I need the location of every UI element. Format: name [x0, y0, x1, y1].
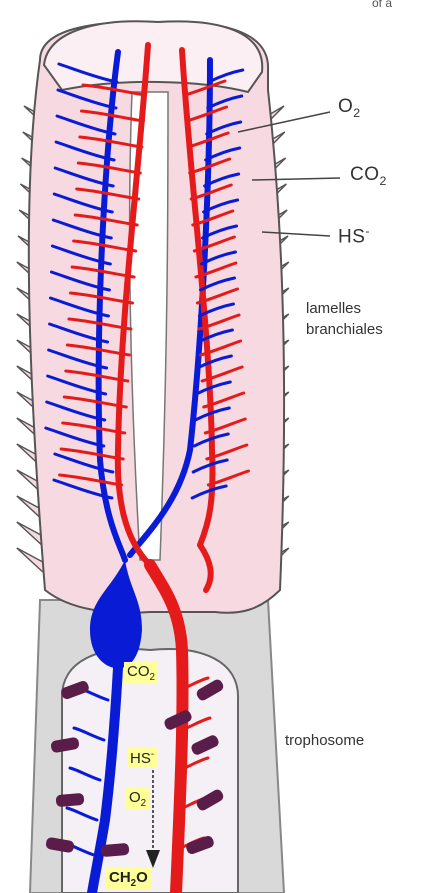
label-hs-sup: - [365, 224, 370, 238]
inner-label-ch2o: CH2O [106, 868, 151, 890]
label-hs-main: HS [338, 226, 365, 247]
bacterium [101, 843, 130, 857]
label-o2-sub: 2 [353, 106, 360, 120]
label-lamelles-line2: branchiales [306, 319, 383, 340]
label-lamelles-line1: lamelles [306, 298, 383, 319]
inner-label-hs: HS- [127, 748, 157, 768]
lamella-left [17, 522, 43, 546]
lamella-left [17, 548, 43, 572]
label-lamelles: lamelles branchiales [306, 298, 383, 340]
inner-o2-main: O [129, 789, 141, 806]
label-trophosome: trophosome [285, 730, 364, 751]
inner-hs-sup: - [151, 749, 154, 760]
plume-cap [44, 21, 262, 92]
corner-text: of a [372, 0, 392, 10]
label-o2-main: O [338, 96, 353, 117]
label-co2-sub: 2 [380, 174, 387, 188]
inner-label-o2: O2 [126, 788, 149, 810]
inner-label-co2: CO2 [124, 662, 158, 684]
inner-ch2o-main: CH [109, 869, 131, 886]
bacterium [56, 793, 85, 807]
label-co2-main: CO [350, 164, 380, 185]
inner-o2-sub: 2 [141, 798, 146, 809]
label-o2: O2 [338, 96, 361, 120]
inner-co2-sub: 2 [150, 672, 155, 683]
inner-hs-main: HS [130, 750, 151, 767]
label-hs: HS- [338, 224, 370, 248]
inner-ch2o-rest: O [136, 869, 148, 886]
label-co2: CO2 [350, 164, 387, 188]
inner-co2-main: CO [127, 663, 150, 680]
